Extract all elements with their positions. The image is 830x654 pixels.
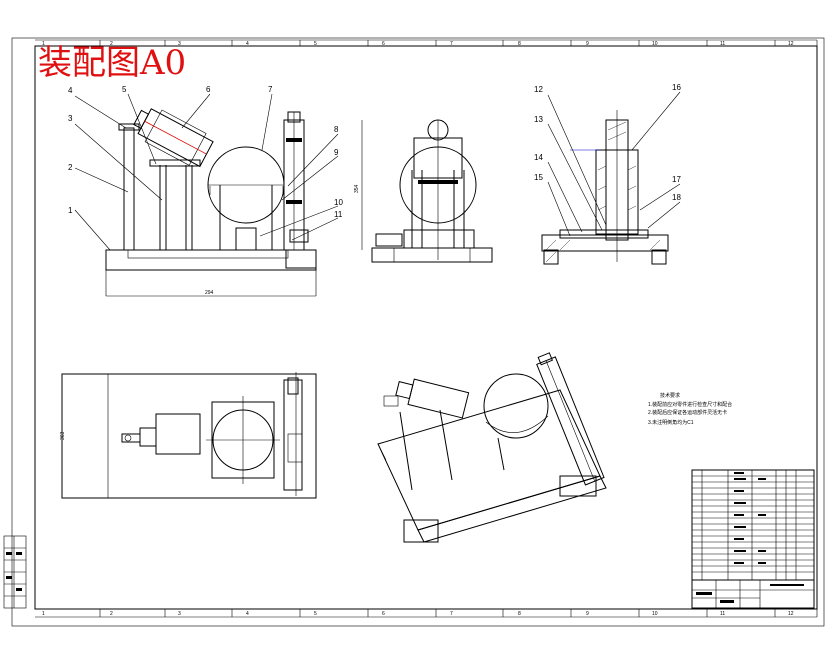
side-view: 354	[354, 119, 493, 263]
callout-13: 13	[534, 115, 543, 124]
tech-requirements: 技术要求 1.装配前应对零件进行检查尺寸和配合 2.装配后应保证各运动部件灵活无…	[648, 392, 732, 426]
dim-height-354: 354	[354, 184, 360, 193]
callout-17: 17	[672, 175, 681, 184]
svg-text:7: 7	[450, 611, 453, 617]
drawing-title: 装配图A0	[38, 43, 186, 83]
svg-text:2: 2	[110, 41, 113, 47]
callout-6: 6	[206, 85, 211, 94]
svg-text:12: 12	[788, 41, 794, 47]
svg-text:5: 5	[314, 41, 317, 47]
svg-text:3: 3	[178, 41, 181, 47]
callout-12: 12	[534, 85, 543, 94]
svg-text:3: 3	[178, 611, 181, 617]
callout-10: 10	[334, 198, 343, 207]
left-revision-strip	[3, 535, 27, 609]
svg-text:6: 6	[382, 611, 385, 617]
front-view: 2 9 4	[68, 85, 343, 297]
svg-text:4: 4	[246, 41, 249, 47]
isometric-view	[377, 352, 607, 543]
top-zone-ticks	[99, 40, 776, 46]
callout-5: 5	[122, 85, 127, 94]
callout-8: 8	[334, 125, 339, 134]
inner-frame	[34, 45, 818, 610]
top-zone-numbers: 1 2 3 4 5 6 7 8 9 10 11 12	[42, 41, 794, 47]
svg-text:9: 9	[586, 611, 589, 617]
svg-text:7: 7	[450, 41, 453, 47]
svg-text:11: 11	[720, 611, 725, 617]
bottom-zone-ticks	[99, 609, 776, 617]
svg-text:10: 10	[652, 611, 658, 617]
svg-text:9: 9	[586, 41, 589, 47]
svg-text:8: 8	[518, 611, 521, 617]
svg-text:6: 6	[382, 41, 385, 47]
callout-11: 11	[334, 210, 343, 219]
tech-req-line-2: 2.装配后应保证各运动部件灵活无卡	[648, 409, 727, 416]
dim-width-294: 294	[205, 290, 214, 296]
callout-16: 16	[672, 83, 681, 92]
title-block	[691, 579, 815, 609]
svg-text:12: 12	[788, 611, 794, 617]
callout-15: 15	[534, 173, 543, 182]
callout-2: 2	[68, 163, 73, 172]
bill-of-materials	[691, 469, 815, 581]
callout-7: 7	[268, 85, 273, 94]
callout-14: 14	[534, 153, 543, 162]
svg-text:4: 4	[246, 611, 249, 617]
callout-1: 1	[68, 206, 73, 215]
callout-18: 18	[672, 193, 681, 202]
svg-text:8: 8	[518, 41, 521, 47]
callout-9: 9	[334, 148, 339, 157]
callout-4: 4	[68, 86, 73, 95]
svg-text:11: 11	[720, 41, 725, 47]
svg-text:5: 5	[314, 611, 317, 617]
tech-req-line-1: 1.装配前应对零件进行检查尺寸和配合	[648, 401, 732, 408]
bottom-zone-numbers: 1 2 3 4 5 6 7 8 9 10 11 12	[42, 611, 794, 617]
section-view: 12 13 14 15 16 17 18	[534, 83, 681, 265]
top-view: 363	[60, 372, 317, 499]
svg-text:1: 1	[42, 611, 45, 617]
outer-border	[11, 37, 825, 627]
svg-text:1: 1	[42, 41, 45, 47]
svg-text:2: 2	[110, 611, 113, 617]
tech-req-line-3: 3.未注明倒角均为C1	[648, 419, 694, 426]
svg-text:10: 10	[652, 41, 658, 47]
callout-3: 3	[68, 114, 73, 123]
tech-req-title: 技术要求	[660, 392, 680, 399]
dim-depth-363: 363	[60, 431, 66, 440]
